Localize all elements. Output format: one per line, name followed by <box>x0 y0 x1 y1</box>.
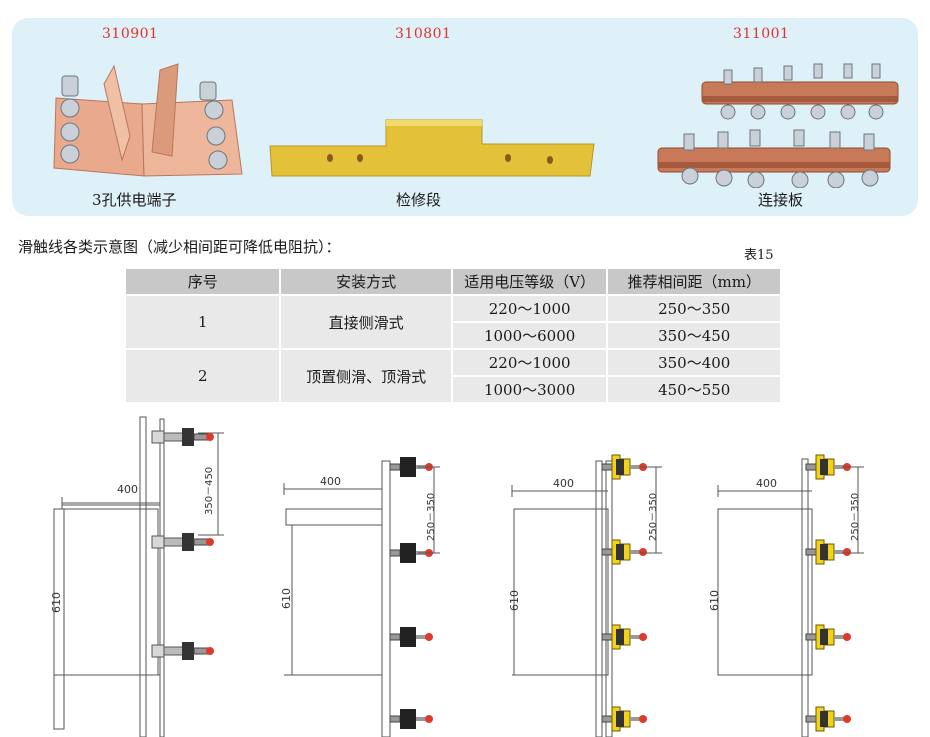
spacing-table: 序号 安装方式 适用电压等级（V） 推荐相间距（mm） 1 直接侧滑式 220～… <box>123 267 782 404</box>
cell-voltage: 1000～3000 <box>450 375 609 404</box>
header-voltage: 适用电压等级（V） <box>450 267 609 296</box>
product-panel: 310901 3孔供电端子 310801 检修段 311001 <box>12 18 918 216</box>
table-row: 1 直接侧滑式 220～1000 250～350 <box>123 294 782 350</box>
product-name: 检修段 <box>396 191 442 209</box>
cell-voltage: 1000～6000 <box>450 321 609 350</box>
table-row: 2 顶置侧滑、顶滑式 220～1000 350～400 <box>123 348 782 404</box>
diagram-top-slide <box>717 458 813 737</box>
cell-spacing: 350～450 <box>606 321 782 350</box>
width-dim-label: 400 <box>553 477 574 490</box>
product-code: 310901 <box>102 26 159 42</box>
cell-voltage: 220～1000 <box>450 294 609 323</box>
table-header-row: 序号 安装方式 适用电压等级（V） 推荐相间距（mm） <box>123 267 782 296</box>
spacing-dim-label: 250－350 <box>648 493 659 541</box>
table-row: 1000～3000 450～550 <box>125 375 782 404</box>
header-no: 序号 <box>123 267 282 296</box>
cell-method: 直接侧滑式 <box>279 294 453 350</box>
diagram-top-side-slide-1 <box>283 460 391 737</box>
connector-plate-image <box>657 63 899 188</box>
product-name: 3孔供电端子 <box>92 191 177 209</box>
spacing-dim-label: 250－350 <box>426 493 437 541</box>
product-code: 311001 <box>733 26 790 42</box>
power-terminal-image <box>53 63 243 177</box>
width-dim-label: 400 <box>117 483 138 496</box>
header-spacing: 推荐相间距（mm） <box>606 267 782 296</box>
cell-no: 1 <box>123 294 282 350</box>
header-method: 安装方式 <box>279 267 453 296</box>
product-name: 连接板 <box>758 191 804 209</box>
spacing-dim-label: 350－450 <box>204 467 215 515</box>
height-dim-label: 610 <box>50 592 63 613</box>
width-dim-label: 400 <box>756 477 777 490</box>
maintenance-section-image <box>269 119 595 177</box>
diagram-direct-side-slide <box>53 416 224 737</box>
cell-spacing: 350～400 <box>606 348 782 377</box>
product-code: 310801 <box>395 26 452 42</box>
cell-method: 顶置侧滑、顶滑式 <box>279 348 453 404</box>
section-caption: 滑触线各类示意图（减少相间距可降低电阻抗）： <box>18 238 341 256</box>
height-dim-label: 610 <box>708 590 721 611</box>
height-dim-label: 610 <box>508 590 521 611</box>
cell-voltage: 220～1000 <box>450 348 609 377</box>
table-number: 表15 <box>744 248 774 263</box>
spacing-dim-label: 250－350 <box>850 493 861 541</box>
cell-spacing: 250～350 <box>606 294 782 323</box>
table-row: 1000～6000 350～450 <box>125 321 782 350</box>
width-dim-label: 400 <box>320 475 341 488</box>
height-dim-label: 610 <box>280 588 293 609</box>
cell-no: 2 <box>123 348 282 404</box>
diagram-top-side-slide-2 <box>511 460 613 737</box>
installation-diagrams: 400 610 350－450 400 610 250－350 400 610 … <box>50 416 864 737</box>
cell-spacing: 450～550 <box>606 375 782 404</box>
